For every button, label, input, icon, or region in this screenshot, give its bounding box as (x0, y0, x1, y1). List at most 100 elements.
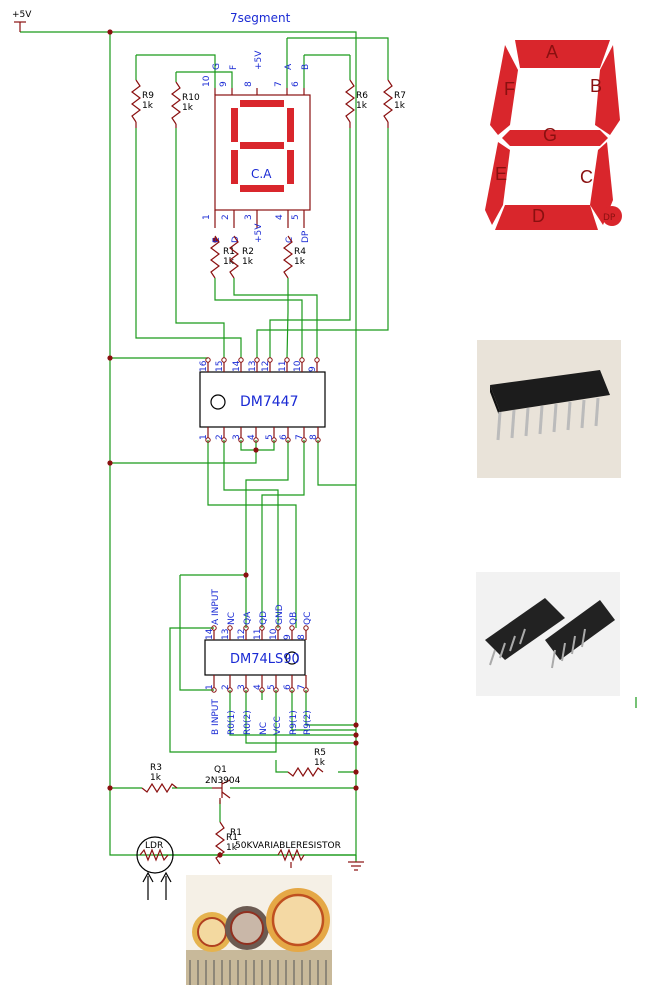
display-top-pin-name: B (301, 64, 311, 70)
display-bottom-pin-num: 5 (291, 214, 301, 220)
resistor-symbol (215, 821, 225, 865)
ls90-top-pin-name: NC (227, 612, 237, 625)
display-top-pin-name: F (229, 65, 239, 70)
seg-e: E (495, 164, 507, 184)
ls90-top-pin-num: 10 (269, 628, 279, 640)
resistor-ref: R4 (294, 247, 306, 257)
ls90-top-pin-name: QD (259, 611, 269, 625)
ls90-top-pin-num: 13 (221, 629, 231, 640)
resistor-symbol (171, 81, 181, 125)
display-bottom-pin-name: +5V (254, 223, 264, 243)
resistor-value: 1k (314, 758, 326, 768)
dm7447-bottom-pin: 7 (295, 434, 305, 440)
seg-c: C (580, 167, 593, 187)
dm7447-bottom-pin: 8 (309, 434, 319, 440)
ldr-label: LDR (145, 841, 163, 851)
seg-d: D (532, 206, 545, 226)
dm7447-bottom-pin: 2 (215, 434, 225, 440)
dm7447-top-pin: 14 (232, 360, 242, 372)
seg-g: G (543, 125, 557, 145)
ls90-bottom-pin-num: 7 (297, 684, 307, 690)
resistor-value: 1k (226, 843, 238, 853)
resistor-value: 1k (356, 101, 368, 111)
dm7447-label: DM7447 (240, 394, 299, 410)
ls90-bottom-pin-num: 1 (205, 684, 215, 690)
ls90-top-pin-num: 8 (297, 634, 307, 640)
resistor-value: 1k (242, 257, 254, 267)
dm7447-bottom-pin: 1 (199, 434, 209, 440)
ls90-top-pin-num: 9 (283, 634, 293, 640)
resistor-ref: R7 (394, 91, 406, 101)
resistor-value: 1k (150, 773, 162, 783)
ls90-top-pin-name: GND (275, 604, 285, 625)
display-top-pin-name: A (284, 63, 294, 70)
display-top-pin-num: 6 (291, 81, 301, 87)
ls90-bottom-pin-name: R9(1) (289, 710, 299, 735)
resistor-ref: R1 (223, 247, 235, 257)
resistor-value: 1k (182, 103, 194, 113)
transistor-ref: Q1 (214, 765, 227, 775)
ground-symbol (348, 861, 364, 871)
ls90-bottom-pin-name: R0(1) (227, 710, 237, 735)
ldr-symbol: LDR (136, 836, 174, 900)
display-type-label: C.A (251, 167, 272, 181)
dm7447-bottom-pin: 3 (232, 434, 242, 440)
resistor-ref: R2 (242, 247, 254, 257)
ls90-bottom-pin-num: 5 (267, 684, 277, 690)
variable-resistor: 50KVARIABLERESISTOR R1 (230, 828, 341, 868)
resistor-symbol (141, 782, 178, 794)
resistors: R91kR101kR61kR71kR11kR21kR41kR31kR51kR11… (131, 79, 406, 865)
ls90-top-pin-name: QC (303, 612, 313, 625)
resistor-ref: R5 (314, 748, 326, 758)
ls90-bottom-pin-num: 2 (221, 684, 231, 690)
dm7447-top-pin: 13 (248, 361, 258, 372)
resistor-ref: R6 (356, 91, 368, 101)
ls90-bottom-pin-num: 6 (283, 684, 293, 690)
display-bottom-pin-num: 1 (202, 214, 212, 220)
seg-a: A (546, 42, 558, 62)
supply-symbol: +5V (12, 10, 32, 32)
resistor-symbol (383, 79, 393, 123)
resistor-ref: R9 (142, 91, 154, 101)
resistor-symbol (345, 79, 355, 123)
pot-label: 50KVARIABLERESISTOR (235, 841, 341, 851)
dm7447-bottom-pin: 6 (279, 434, 289, 440)
pot-ref: R1 (230, 828, 242, 838)
resistor-symbol (287, 766, 324, 778)
display-top-pin-num: 7 (274, 81, 284, 87)
dm74ls90-chip: DM74LS90 14A INPUT13NC12QA11QD10GND9QB8Q… (204, 589, 313, 735)
display-bottom-pin-num: 4 (275, 214, 285, 220)
resistor-ref: R1 (226, 833, 238, 843)
transistor-part: 2N3904 (205, 776, 241, 786)
ls90-bottom-pin-name: NC (259, 722, 269, 735)
transistor-q1: Q1 2N3904 (205, 765, 241, 804)
resistor-value: 1k (294, 257, 306, 267)
dm7447-top-pin: 9 (308, 366, 318, 372)
display-top-pin-num: 10 (202, 75, 212, 87)
seg-b: B (590, 76, 602, 96)
seg-dp: DP (603, 213, 616, 223)
ls90-bottom-pin-name: R9(2) (303, 710, 313, 735)
display-top-pin-num: 9 (219, 81, 229, 87)
resistor-symbol (131, 79, 141, 123)
dm7447-top-pin: 15 (215, 361, 225, 372)
dm7447-bottom-pin: 5 (265, 434, 275, 440)
ls90-bottom-pin-name: R0(2) (243, 710, 253, 735)
ls90-top-pin-name: A INPUT (211, 589, 221, 625)
ls90-top-pin-num: 11 (253, 629, 263, 640)
resistor-symbol (283, 235, 293, 279)
ls90-top-pin-name: QA (243, 611, 253, 625)
resistor-ref: R3 (150, 763, 162, 773)
display-top-pin-num: 8 (244, 81, 254, 87)
ls90-bottom-pin-name: B INPUT (211, 699, 221, 735)
ls90-top-pin-name: QB (289, 612, 299, 625)
resistor-value: 1k (394, 101, 406, 111)
display-title: 7segment (230, 11, 291, 25)
ls90-bottom-pin-num: 3 (237, 684, 247, 690)
ls90-bottom-pin-num: 4 (253, 684, 263, 690)
ic-photo (477, 340, 621, 478)
display-top-pin-name: G (212, 63, 222, 70)
display-bottom-pin-num: 2 (221, 214, 231, 220)
